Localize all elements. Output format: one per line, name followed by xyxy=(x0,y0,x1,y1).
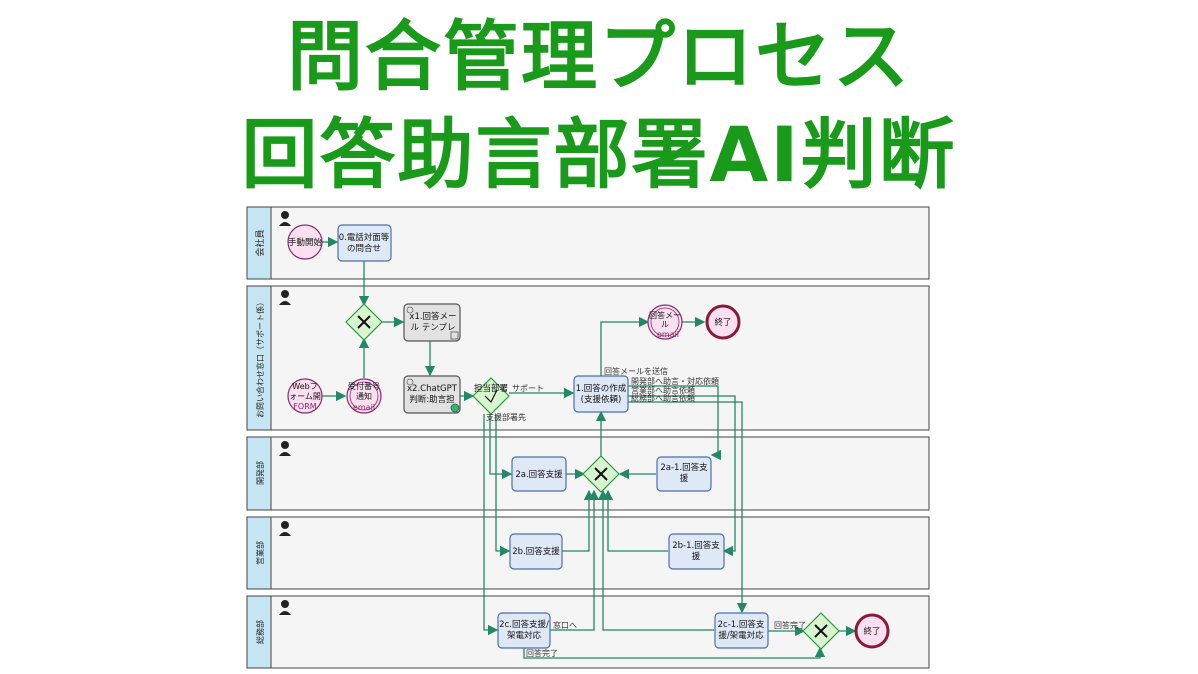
task-x1-label-2: ル テンプレ xyxy=(411,323,456,333)
start-event[interactable]: 手動開始 xyxy=(287,224,323,260)
task-0-inquiry[interactable]: 0.電話対面等 の問合せ xyxy=(337,224,392,262)
flow-label-dept: 支援部署先 xyxy=(486,412,526,422)
end-event-2[interactable]: 終了 xyxy=(854,613,890,649)
task-x1-mail-template[interactable]: x1.回答メー ル テンプレ xyxy=(403,303,461,342)
task-0-label: 0.電話対面等 xyxy=(339,232,390,243)
task-x1-label: x1.回答メー xyxy=(409,311,456,322)
gear-icon xyxy=(406,378,414,386)
dept-gateway-label: 担当部署 xyxy=(474,383,509,394)
task-2c-label: 2c.回答支援/ xyxy=(499,619,549,630)
user-icon-body xyxy=(279,532,291,536)
reply-mail-label-3: email xyxy=(657,330,679,339)
task-2a-label: 2a.回答支援 xyxy=(515,469,563,480)
task-2c-label-2: 架電対応 xyxy=(507,630,542,641)
flow-label-to-admin: 総務部へ助言依頼 xyxy=(631,393,695,403)
merge-gateway-dept[interactable] xyxy=(582,455,620,493)
task-x2-label: x2.ChatGPT xyxy=(407,384,458,394)
sequence-flows xyxy=(321,236,857,659)
page-title-line2: 回答助言部署AI判断 xyxy=(241,110,957,199)
flow-label-window: 窓口へ xyxy=(553,620,577,630)
task-2c1-support-call[interactable]: 2c-1.回答支 援/架電対応 xyxy=(714,612,769,649)
user-icon-body xyxy=(279,611,291,615)
user-icon xyxy=(281,290,289,298)
flow-label-support: サポート xyxy=(512,384,544,393)
merge-gateway-end[interactable] xyxy=(802,612,840,650)
end-event-1[interactable]: 終了 xyxy=(705,304,741,340)
lane-dept2: 営業部 xyxy=(246,516,930,590)
reply-mail-label-2: ル xyxy=(661,320,669,329)
user-icon-body xyxy=(279,301,291,305)
user-icon xyxy=(281,211,289,219)
lane-label-support: お問い合わせ窓口（サポート係） xyxy=(255,298,265,418)
receipt-label-2: 通知 xyxy=(356,391,372,401)
reply-mail-label: 回答メー xyxy=(649,310,681,320)
task-2a-support[interactable]: 2a.回答支援 xyxy=(511,456,567,492)
ai-status-icon xyxy=(450,403,460,413)
receipt-notify-event[interactable]: 受付番号 通知 email xyxy=(346,378,382,414)
flow-label-to-sales: 営業部へ助言依頼 xyxy=(631,385,695,395)
flow-label-send-mail: 回答メールを送信 xyxy=(604,366,668,376)
flow-label-done1: 回答完了 xyxy=(774,620,806,630)
task-2c1-label: 2c-1.回答支 xyxy=(718,619,765,630)
task-2a1-label: 2a-1.回答支 xyxy=(660,462,708,473)
receipt-label: 受付番号 xyxy=(348,381,380,391)
task-2b1-label: 2b-1.回答支 xyxy=(672,540,720,551)
flow-label-done2: 回答完了 xyxy=(526,648,558,658)
page-title-line1: 問合管理プロセス xyxy=(287,12,911,101)
task-1-create-reply[interactable]: 1.回答の作成 (支援依頼) xyxy=(573,375,629,413)
user-icon-body xyxy=(279,452,291,456)
user-icon xyxy=(281,441,289,449)
reply-mail-event[interactable]: 回答メー ル email xyxy=(647,304,683,340)
lane-label-dept3: 総務部 xyxy=(255,620,265,644)
task-1-label: 1.回答の作成 xyxy=(576,383,627,394)
web-form-start-event[interactable]: Webフ ォーム開 FORM xyxy=(287,378,323,414)
web-form-label-3: FORM xyxy=(293,402,316,411)
user-icon xyxy=(281,521,289,529)
task-1-label-2: (支援依頼) xyxy=(581,394,622,405)
task-x2-label-2: 判断:助言担 xyxy=(409,394,455,405)
task-2b1-label-2: 援 xyxy=(692,551,701,562)
task-2b-support[interactable]: 2b.回答支援 xyxy=(509,533,563,570)
web-form-label-2: ォーム開 xyxy=(289,392,321,401)
gear-icon xyxy=(406,306,414,314)
task-x2-chatgpt[interactable]: x2.ChatGPT 判断:助言担 xyxy=(403,375,461,414)
task-2b1-support[interactable]: 2b-1.回答支 援 xyxy=(668,533,725,570)
table-icon xyxy=(450,331,459,340)
start-event-label: 手動開始 xyxy=(288,237,323,248)
receipt-label-3: email xyxy=(353,403,375,412)
task-2c-support-call[interactable]: 2c.回答支援/ 架電対応 xyxy=(497,612,551,649)
flow-label-to-dev: 開発部へ助言・対応依頼 xyxy=(631,376,719,386)
web-form-label: Webフ xyxy=(292,382,317,391)
task-2a1-label-2: 援 xyxy=(680,473,689,484)
task-2c1-label-2: 援/架電対応 xyxy=(718,630,764,641)
merge-gateway-support[interactable] xyxy=(345,303,383,341)
lane-label-dept2: 営業部 xyxy=(255,541,265,565)
task-2b-label: 2b.回答支援 xyxy=(512,546,560,557)
user-icon-body xyxy=(279,222,291,226)
dept-decision-gateway[interactable]: 担当部署 xyxy=(472,377,510,415)
lane-label-customer: 会社員 xyxy=(254,229,266,256)
task-0-label-2: の問合せ xyxy=(347,243,381,254)
end-event-2-label: 終了 xyxy=(863,626,880,637)
end-event-1-label: 終了 xyxy=(714,317,731,328)
user-icon xyxy=(281,600,289,608)
lane-label-dept1: 開発部 xyxy=(255,461,265,485)
task-2a1-support[interactable]: 2a-1.回答支 援 xyxy=(656,456,712,492)
